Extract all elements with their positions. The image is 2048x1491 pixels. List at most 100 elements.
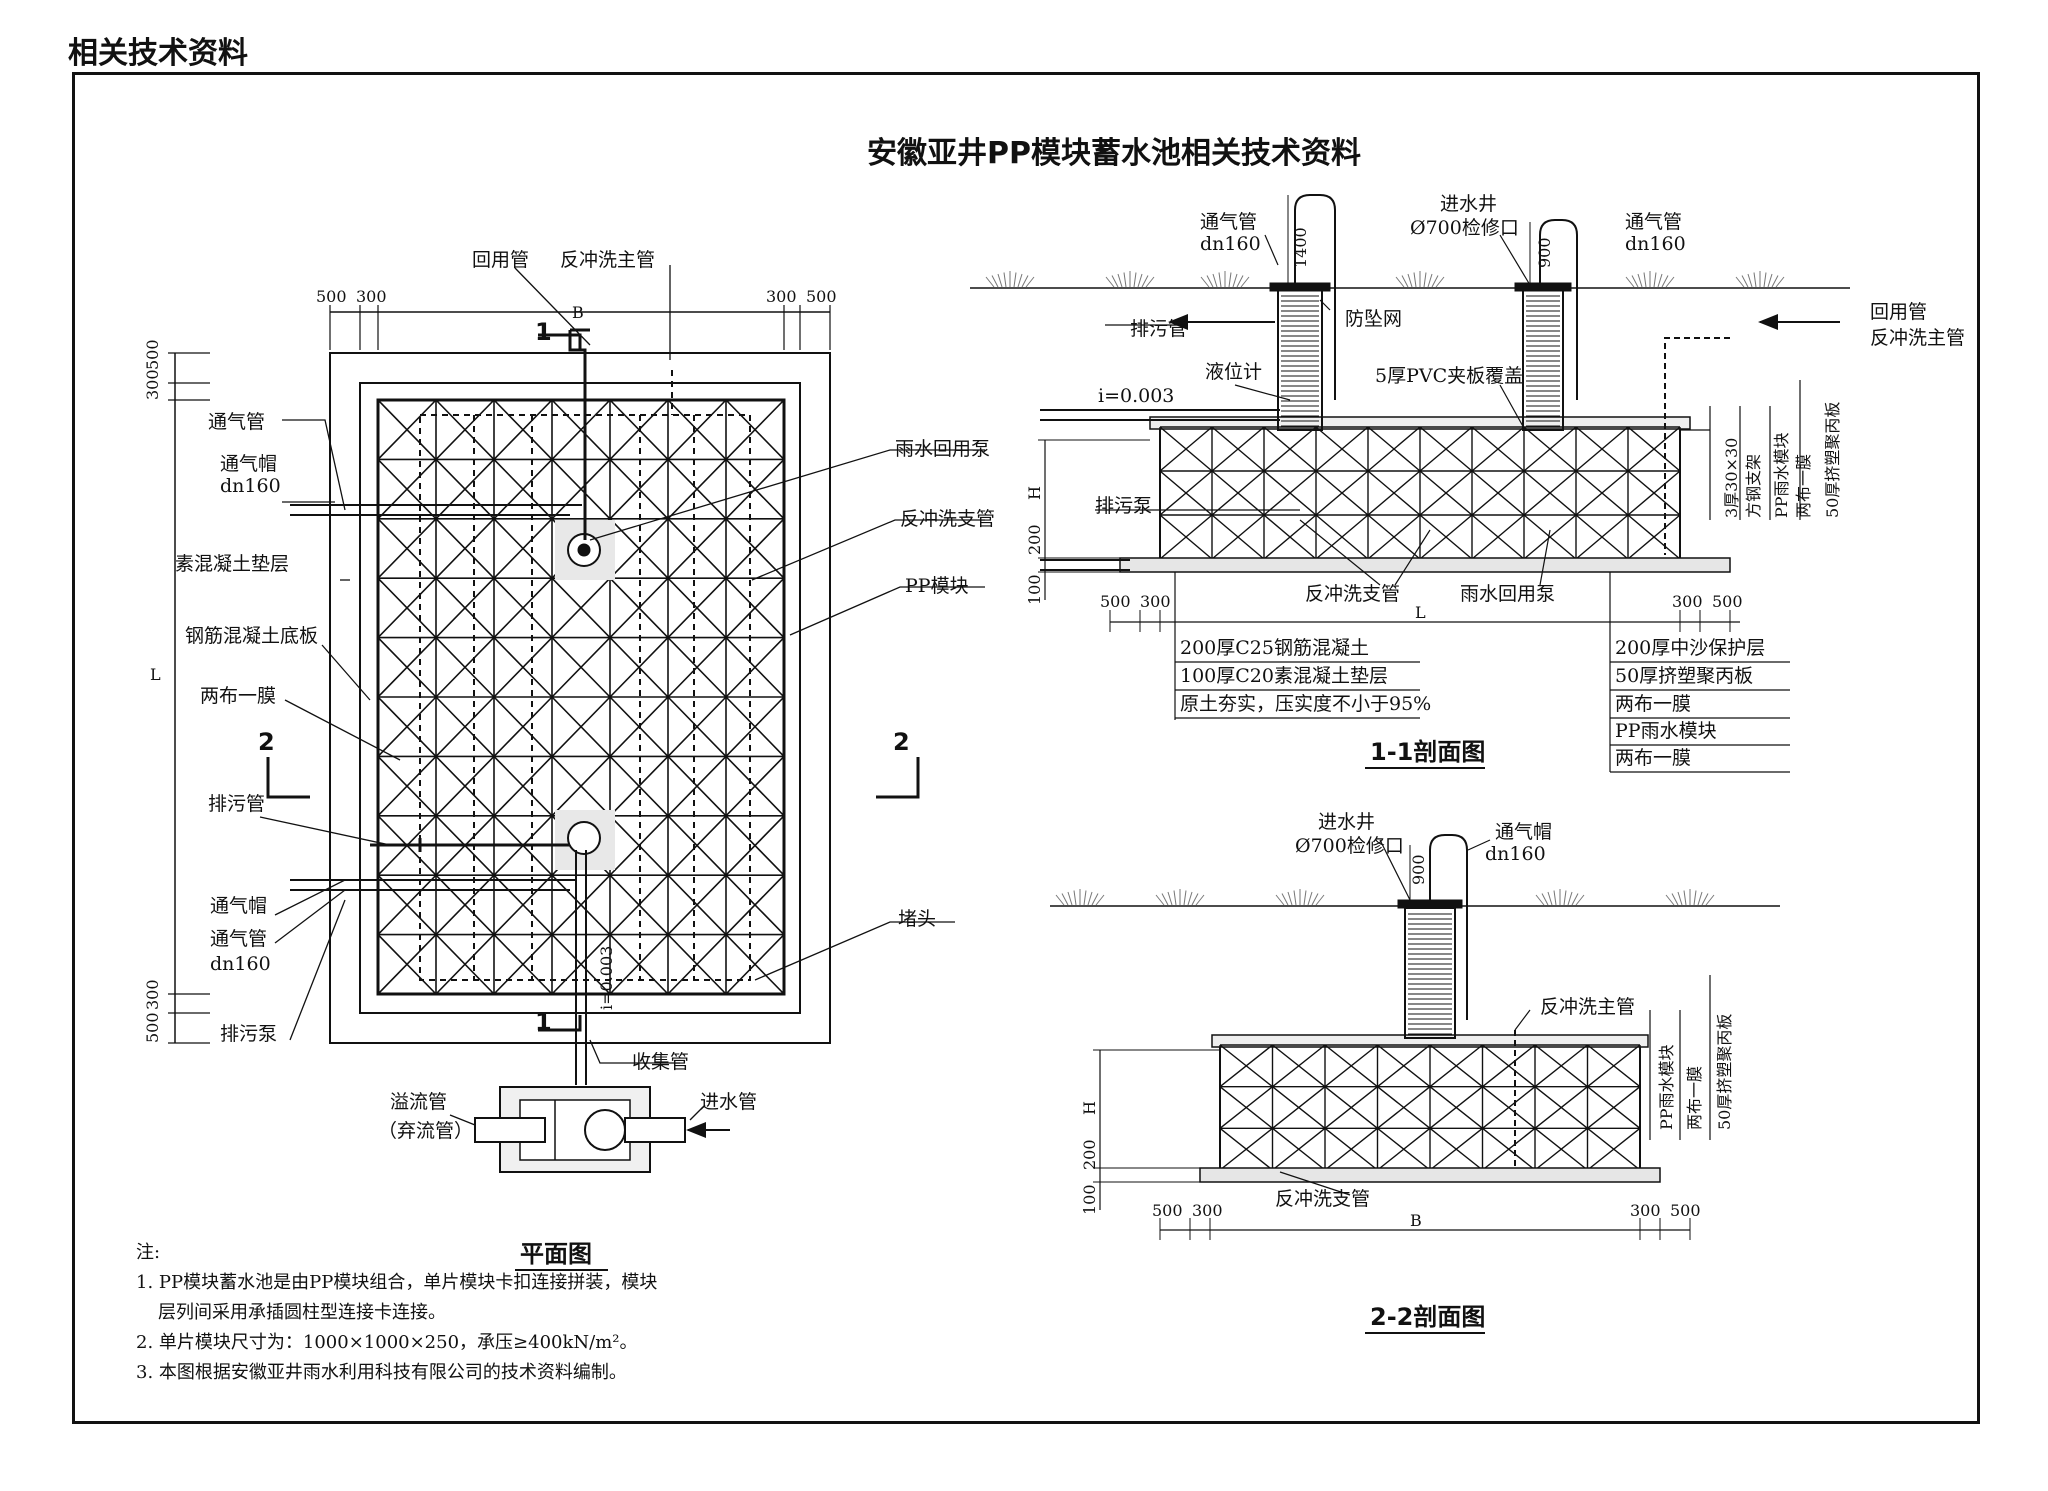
s22-dim-900: 900: [1409, 854, 1428, 885]
s11-right-layer-1: 50厚挤塑聚丙板: [1615, 665, 1753, 687]
s11-right-layer-3: PP雨水模块: [1615, 720, 1717, 742]
plan-outer-cushion: [329, 352, 831, 1044]
s11-dim-500-left: 500: [1100, 592, 1131, 611]
s11-dim-100: 100: [1025, 574, 1044, 605]
s22-label-vent-cap: 通气帽: [1495, 821, 1552, 843]
plan-dim-L: L: [150, 665, 161, 684]
plan-label-overflow-pipe: 溢流管: [390, 1091, 447, 1113]
plan-dim-B: B: [572, 303, 584, 322]
plan-dim-500-right: 500: [806, 287, 837, 306]
s11-label-sewage-pump: 排污泵: [1095, 495, 1152, 517]
s11-right-layer-4: 两布一膜: [1615, 747, 1691, 769]
s11-label-inlet-well: 进水井: [1440, 193, 1497, 215]
plan-label-plain-concrete: 素混凝土垫层: [175, 553, 289, 575]
plan-dim-500-bottom: 500: [143, 1012, 162, 1043]
section11-base-slab: [1119, 557, 1731, 573]
note-item-1: 1. PP模块蓄水池是由PP模块组合，单片模块卡扣连接拼装，模块: [136, 1272, 658, 1293]
s22-dim-100: 100: [1080, 1184, 1099, 1215]
s11-label-rain-pump: 雨水回用泵: [1460, 583, 1555, 605]
plan-dim-300-bottom: 300: [143, 979, 162, 1010]
s11-dim-300-right: 300: [1672, 592, 1703, 611]
s22-dim-500-left: 500: [1152, 1201, 1183, 1220]
s11-dim-300-left: 300: [1140, 592, 1171, 611]
s11-right-layer-2: 两布一膜: [1615, 693, 1691, 715]
s11-left-layer-0: 200厚C25钢筋混凝土: [1180, 637, 1369, 659]
plan-dim-300-top: 300: [143, 369, 162, 400]
note-item-2: 2. 单片模块尺寸为：1000×1000×250，承压≥400kN/m²。: [136, 1332, 638, 1353]
plan-section-1-top: 1: [535, 318, 552, 346]
plan-label-dn160: dn160: [220, 475, 281, 497]
drawing-frame: [72, 72, 1980, 1424]
s11-label-slope: i=0.003: [1098, 385, 1174, 407]
s11-vnote-3: 两布一膜: [1794, 454, 1813, 518]
plan-label-rain-pump: 雨水回用泵: [895, 438, 990, 460]
s11-label-vent-pipe-right: 通气管: [1625, 211, 1682, 233]
note-item-1-cont: 层列间采用承插圆柱型连接卡连接。: [158, 1302, 446, 1323]
plan-label-inlet-pipe: 进水管: [700, 1091, 757, 1113]
inlet-pipe-body: [624, 1117, 686, 1143]
plan-label-vent-cap: 通气帽: [220, 453, 277, 475]
s11-right-layer-0: 200厚中沙保护层: [1615, 637, 1765, 659]
s22-vnote-0: PP雨水模块: [1657, 1044, 1676, 1130]
plan-label-rc-slab: 钢筋混凝土底板: [185, 625, 318, 647]
s11-left-layer-2: 原土夯实，压实度不小于95%: [1180, 693, 1431, 715]
plan-label-collect-pipe: 收集管: [632, 1051, 689, 1073]
plan-module-grid: [377, 399, 785, 995]
plan-rc-slab: [359, 382, 801, 1014]
plan-label-sewage-pump: 排污泵: [220, 1023, 277, 1045]
s11-label-dn160-left: dn160: [1200, 233, 1261, 255]
s11-label-pvc-cover: 5厚PVC夹板覆盖: [1375, 365, 1523, 387]
s11-dim-900: 900: [1535, 237, 1554, 268]
s11-dim-200: 200: [1025, 524, 1044, 555]
plan-dim-500-left: 500: [316, 287, 347, 306]
page-header: 相关技术资料: [68, 36, 248, 71]
s22-caption: 2-2剖面图: [1370, 1303, 1485, 1331]
s22-label-backwash-branch: 反冲洗支管: [1275, 1188, 1370, 1210]
sewage-pump-symbol: [567, 821, 601, 855]
s22-vnote-2: 50厚挤塑聚丙板: [1715, 1014, 1734, 1130]
plan-label-membrane: 两布一膜: [200, 685, 276, 707]
s22-dim-H: H: [1080, 1101, 1099, 1115]
s22-dim-300-right: 300: [1630, 1201, 1661, 1220]
overflow-pipe-body: [474, 1117, 546, 1143]
plan-label-return-pipe: 回用管: [472, 249, 529, 271]
s11-label-sewage-pipe: 排污管: [1130, 318, 1187, 340]
s22-dim-B: B: [1410, 1211, 1422, 1230]
plan-label-sewage-pipe: 排污管: [208, 793, 265, 815]
plan-section-1-bottom: 1: [535, 1008, 552, 1036]
drawing-title: 安徽亚井PP模块蓄水池相关技术资料: [867, 136, 1361, 171]
plan-dim-300-right: 300: [766, 287, 797, 306]
s11-label-level-meter: 液位计: [1205, 361, 1262, 383]
s11-label-manhole: Ø700检修口: [1410, 217, 1519, 239]
s22-label-backwash-main: 反冲洗主管: [1540, 996, 1635, 1018]
s11-vnote-0: 3厚30×30: [1722, 438, 1741, 518]
notes-heading: 注:: [136, 1242, 161, 1263]
s11-caption: 1-1剖面图: [1370, 738, 1485, 766]
s11-label-backwash-main: 反冲洗主管: [1870, 327, 1965, 349]
s11-dim-L: L: [1415, 603, 1426, 622]
s22-dim-500-right: 500: [1670, 1201, 1701, 1220]
s11-dim-500-right: 500: [1712, 592, 1743, 611]
s22-label-manhole: Ø700检修口: [1295, 835, 1404, 857]
plan-label-slope: i=0.003: [597, 946, 616, 1010]
notes-block: 注: 1. PP模块蓄水池是由PP模块组合，单片模块卡扣连接拼装，模块 层列间采…: [136, 1238, 657, 1388]
section-2-2: [1050, 834, 1780, 1240]
s11-vnote-2: PP雨水模块: [1772, 432, 1791, 518]
s11-dim-H: H: [1025, 486, 1044, 500]
note-item-3: 3. 本图根据安徽亚井雨水利用科技有限公司的技术资料编制。: [136, 1362, 627, 1383]
s22-label-dn160: dn160: [1485, 843, 1546, 865]
plan-view: [168, 265, 985, 1173]
s11-label-return-pipe: 回用管: [1870, 301, 1927, 323]
s11-vnote-4: 50厚挤塑聚丙板: [1823, 402, 1842, 518]
plan-dim-300-left: 300: [356, 287, 387, 306]
s11-label-backwash-branch: 反冲洗支管: [1305, 583, 1400, 605]
s11-vnote-1: 方钢支架: [1744, 454, 1763, 518]
plan-label-vent-cap-2: 通气帽: [210, 895, 267, 917]
plan-label-pp-module: PP模块: [905, 575, 969, 597]
s11-dim-1400: 1400: [1291, 227, 1310, 268]
s22-dim-200: 200: [1080, 1139, 1099, 1170]
plan-label-vent-pipe-2: 通气管: [210, 928, 267, 950]
plan-label-bypass-pipe: （弃流管）: [378, 1120, 473, 1142]
plan-section-2-right: 2: [893, 728, 910, 756]
